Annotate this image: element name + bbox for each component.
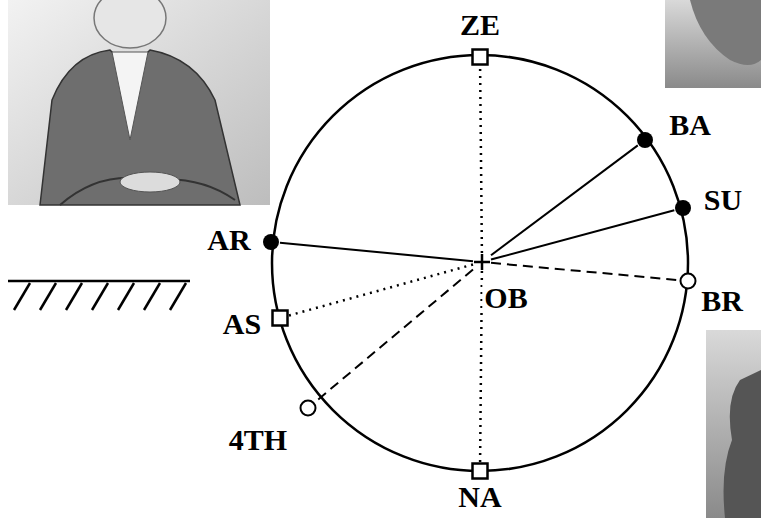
body-marker: AR [262,233,280,251]
open-circle [301,401,316,416]
body-marker: BA [636,131,654,149]
point-label: OB [482,283,529,313]
marker-shape [271,309,289,327]
hatch-stroke [40,283,56,310]
ascendant-marker: AS [271,309,289,327]
portrait-figure [690,0,761,65]
marker-shape [636,131,654,149]
sight-line [480,66,482,253]
sight-line [315,270,473,403]
square-marker [473,464,488,479]
marker-shape [299,399,317,417]
point-label: AS [221,309,263,339]
portrait-top-left [8,0,270,205]
marker-shape [674,199,692,217]
point-marker: 4TH [299,399,317,417]
nadir-marker: NA [471,462,489,480]
horizon-line [8,280,190,283]
sight-line [289,264,473,315]
cross-marker [474,254,490,270]
portrait-coat [40,50,240,205]
ground-hatch [8,281,190,310]
marker-shape [473,253,491,271]
portrait-ground [706,330,761,518]
hatch-stroke [14,283,30,310]
body-marker: SU [674,199,692,217]
filled-dot [675,200,691,216]
square-marker [273,311,288,326]
point-label: BA [667,110,713,140]
hatch-stroke [170,283,186,310]
sight-line [280,243,473,261]
point-marker: BR [679,272,697,290]
sight-line [491,263,679,280]
filled-dot [263,234,279,250]
filled-dot [637,132,653,148]
point-label: ZE [458,10,502,40]
marker-shape [262,233,280,251]
marker-shape [471,48,489,66]
point-label: 4TH [227,425,289,455]
point-label: SU [702,185,744,215]
hatch-stroke [92,283,108,310]
hatch-stroke [144,283,160,310]
marker-shape [471,462,489,480]
marker-shape [679,272,697,290]
point-label: AR [205,225,252,255]
portrait-figure [724,370,761,518]
point-label: NA [456,482,503,512]
sight-line [491,210,674,259]
portrait-shirt [112,52,148,140]
celestial-circle [272,55,688,471]
hatch-stroke [118,283,134,310]
portrait-bottom-right [706,330,761,518]
sight-line [491,145,638,255]
observer-marker: OB [473,253,491,271]
open-circle [681,274,696,289]
portrait-top-right [665,0,761,88]
portrait-hands [120,172,180,192]
portrait-head [94,0,166,48]
point-label: BR [699,286,745,316]
portrait-ground [665,0,761,88]
square-marker [473,50,488,65]
hatch-stroke [66,283,82,310]
zenith-marker: ZE [471,48,489,66]
